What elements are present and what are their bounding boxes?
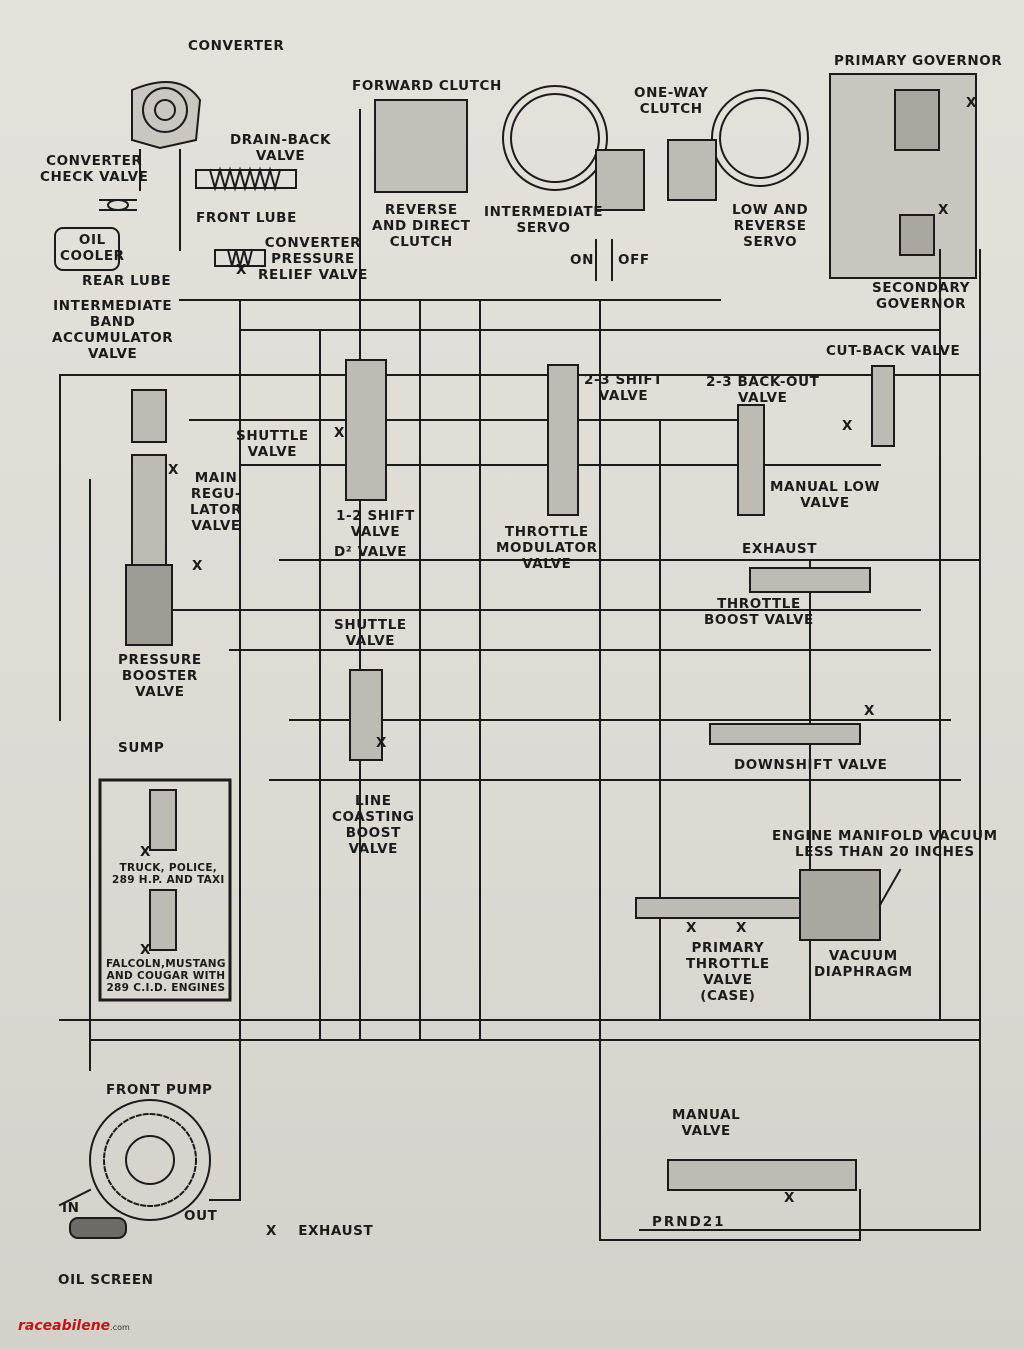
governor-symbol xyxy=(829,73,977,279)
manual-valve-symbol xyxy=(667,1159,857,1191)
throttle-boost-valve-symbol xyxy=(749,567,871,593)
label-shift-12-valve: 1-2 SHIFT VALVE xyxy=(336,508,415,540)
label-on: ON xyxy=(570,252,594,268)
label-prnd21: PRND21 xyxy=(652,1214,726,1230)
downshift-valve-symbol xyxy=(709,723,861,745)
exhaust-marker: X xyxy=(140,844,152,860)
watermark-brand-text: raceabilene xyxy=(18,1318,111,1334)
label-pressure-booster-valve: PRESSURE BOOSTER VALVE xyxy=(118,652,202,700)
label-main-regulator-valve: MAIN REGU- LATOR VALVE xyxy=(190,470,243,534)
converter-check-valve-symbol xyxy=(99,199,137,211)
label-drain-back-valve: DRAIN-BACK VALVE xyxy=(230,132,332,164)
label-inset-falcon: FALCOLN,MUSTANG AND COUGAR WITH 289 C.I.… xyxy=(106,958,226,994)
exhaust-marker: X xyxy=(168,462,180,478)
label-front-pump: FRONT PUMP xyxy=(106,1082,213,1098)
shift-12-valve-symbol xyxy=(345,359,387,501)
label-intermediate-servo: INTERMEDIATE SERVO xyxy=(484,204,604,236)
label-oil-cooler: OIL COOLER xyxy=(60,232,125,264)
watermark-domain: .com xyxy=(110,1323,130,1332)
oil-screen-symbol xyxy=(69,1217,127,1239)
label-engine-manifold-vacuum: ENGINE MANIFOLD VACUUM LESS THAN 20 INCH… xyxy=(772,828,998,860)
converter-symbol xyxy=(131,81,202,251)
label-forward-clutch: FORWARD CLUTCH xyxy=(352,78,502,94)
label-exhaust: EXHAUST xyxy=(742,541,818,557)
inset-valve-1 xyxy=(149,789,177,851)
exhaust-marker: X xyxy=(376,735,388,751)
exhaust-marker: X xyxy=(236,262,248,278)
label-line-coasting-boost-valve: LINE COASTING BOOST VALVE xyxy=(332,793,415,857)
watermark-brand: raceabilene.com xyxy=(18,1318,130,1334)
coasting-boost-valve-symbol xyxy=(349,669,383,761)
cut-back-valve-symbol xyxy=(871,365,895,447)
low-reverse-servo-symbol xyxy=(667,89,809,201)
label-downshift-valve: DOWNSHIFT VALVE xyxy=(734,757,888,773)
label-shuttle-valve-upper: SHUTTLE VALVE xyxy=(236,428,309,460)
inset-valve-2 xyxy=(149,889,177,951)
inset-box xyxy=(98,778,232,1002)
label-cut-back-valve: CUT-BACK VALVE xyxy=(826,343,961,359)
label-shuttle-valve-lower: SHUTTLE VALVE xyxy=(334,617,407,649)
main-regulator-valve-symbol xyxy=(125,389,173,646)
vacuum-diaphragm-symbol xyxy=(635,868,902,941)
exhaust-marker: X xyxy=(736,920,748,936)
label-reverse-direct-clutch: REVERSE AND DIRECT CLUTCH xyxy=(372,202,471,250)
exhaust-marker: X xyxy=(686,920,698,936)
label-pressure-relief-valve: CONVERTER PRESSURE RELIEF VALVE xyxy=(258,235,368,283)
label-primary-governor: PRIMARY GOVERNOR xyxy=(834,53,1003,69)
label-one-way-clutch: ONE-WAY CLUTCH xyxy=(634,85,709,117)
intermediate-servo-symbol xyxy=(502,85,645,281)
backout-valve-symbol xyxy=(737,404,765,516)
label-shift-23-valve: 2-3 SHIFT VALVE xyxy=(584,372,663,404)
label-vacuum-diaphragm: VACUUM DIAPHRAGM xyxy=(814,948,913,980)
label-accumulator-valve: INTERMEDIATE BAND ACCUMULATOR VALVE xyxy=(52,298,174,362)
front-pump-symbol xyxy=(58,1069,241,1221)
forward-clutch-block xyxy=(374,99,468,193)
label-exhaust-legend: X EXHAUST xyxy=(266,1223,374,1239)
shift-23-valve-symbol xyxy=(547,364,579,516)
exhaust-marker: X xyxy=(334,425,346,441)
label-rear-lube: REAR LUBE xyxy=(82,273,172,289)
label-low-reverse-servo: LOW AND REVERSE SERVO xyxy=(732,202,809,250)
label-throttle-boost-valve: THROTTLE BOOST VALVE xyxy=(704,596,814,628)
exhaust-marker: X xyxy=(140,942,152,958)
drain-back-valve-symbol xyxy=(195,166,297,192)
exhaust-marker: X xyxy=(192,558,204,574)
exhaust-marker: X xyxy=(784,1190,796,1206)
label-out: OUT xyxy=(184,1208,218,1224)
label-oil-screen: OIL SCREEN xyxy=(58,1272,154,1288)
oil-cooler-box xyxy=(54,227,120,271)
label-converter-check-valve: CONVERTER CHECK VALVE xyxy=(40,153,149,185)
label-converter: CONVERTER xyxy=(188,38,285,54)
label-sump: SUMP xyxy=(118,740,165,756)
exhaust-marker: X xyxy=(864,703,876,719)
label-primary-throttle-valve: PRIMARY THROTTLE VALVE (CASE) xyxy=(686,940,770,1004)
label-manual-low-valve: MANUAL LOW VALVE xyxy=(770,479,880,511)
label-secondary-governor: SECONDARY GOVERNOR xyxy=(872,280,971,312)
label-in: IN xyxy=(62,1200,80,1216)
label-off: OFF xyxy=(618,252,650,268)
label-inset-truck: TRUCK, POLICE, 289 H.P. AND TAXI xyxy=(112,862,225,886)
exhaust-marker: X xyxy=(938,202,950,218)
label-manual-valve: MANUAL VALVE xyxy=(672,1107,741,1139)
label-d2-valve: D² VALVE xyxy=(334,544,408,560)
label-backout-23-valve: 2-3 BACK-OUT VALVE xyxy=(706,374,820,406)
label-front-lube: FRONT LUBE xyxy=(196,210,297,226)
exhaust-marker: X xyxy=(842,418,854,434)
label-throttle-modulator-valve: THROTTLE MODULATOR VALVE xyxy=(496,524,598,572)
pressure-relief-valve-symbol xyxy=(214,248,266,267)
exhaust-marker: X xyxy=(966,95,978,111)
